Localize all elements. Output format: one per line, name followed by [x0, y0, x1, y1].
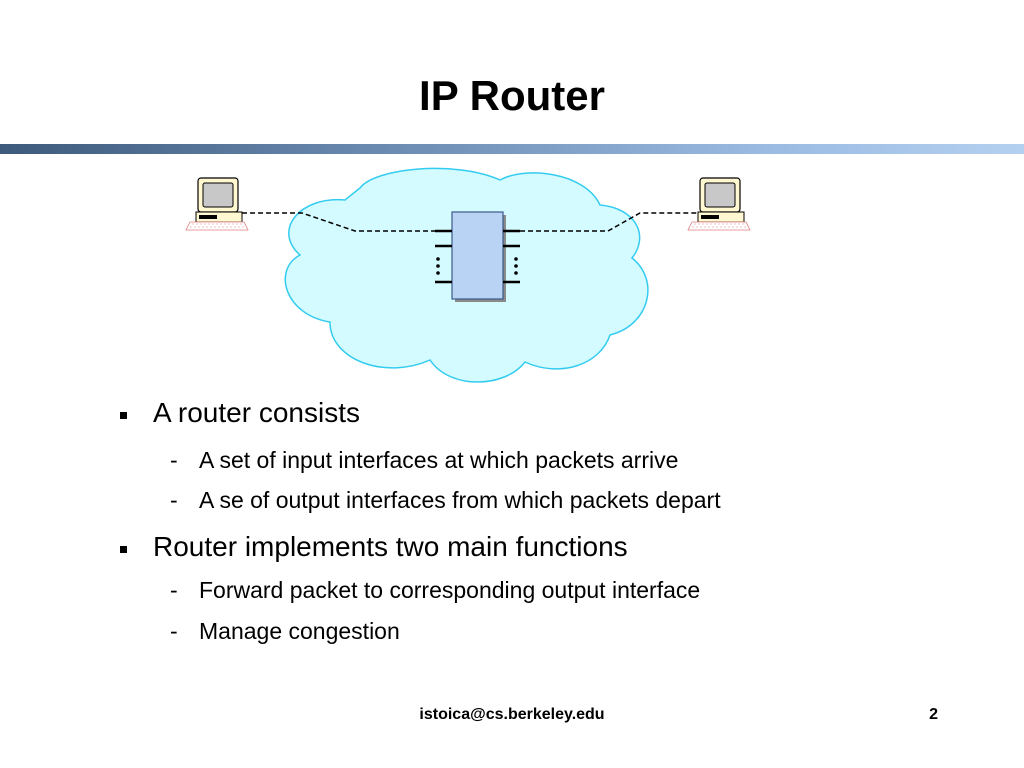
- router-diagram: [185, 167, 751, 383]
- bullet-square-icon: [120, 546, 127, 553]
- sub-bullet-text: Manage congestion: [199, 618, 400, 644]
- slide-footer: istoica@cs.berkeley.edu 2: [0, 706, 1024, 728]
- right-link-line: [520, 212, 700, 232]
- slide-title: IP Router: [419, 72, 605, 119]
- sub-bullet-text: A se of output interfaces from which pac…: [199, 487, 721, 513]
- footer-email: istoica@cs.berkeley.edu: [419, 706, 605, 723]
- title-divider: [0, 144, 1024, 154]
- bullet-text: Router implements two main functions: [153, 531, 628, 562]
- sub-bullet-text: A set of input interfaces at which packe…: [199, 447, 679, 473]
- left-link-line: [242, 212, 436, 232]
- sub-bullet-dash: -: [170, 618, 178, 644]
- bullet-text: A router consists: [153, 397, 360, 428]
- bullet-square-icon: [120, 412, 127, 419]
- sub-bullet-text: Forward packet to corresponding output i…: [199, 577, 701, 603]
- router-icon: [435, 211, 520, 302]
- connection-lines: [242, 212, 700, 232]
- left-computer-icon: [185, 177, 249, 231]
- page-number: 2: [929, 706, 938, 723]
- right-computer-icon: [687, 177, 751, 231]
- sub-bullet-dash: -: [170, 577, 178, 603]
- sub-bullet-dash: -: [170, 487, 178, 513]
- sub-bullet-dash: -: [170, 447, 178, 473]
